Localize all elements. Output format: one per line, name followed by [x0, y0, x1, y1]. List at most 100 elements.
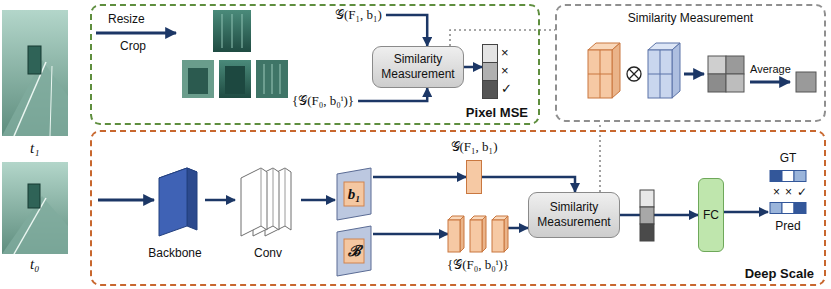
- conv-block: Conv: [235, 166, 301, 262]
- candidate-crops: [219, 60, 251, 98]
- video-frame: [2, 10, 68, 136]
- candidate-crops: [256, 60, 288, 98]
- match-mark: ×: [501, 44, 509, 62]
- patch-face: [492, 220, 504, 252]
- crop-image: [213, 10, 251, 52]
- box-label: Similarity Measurement: [377, 52, 459, 82]
- region-title: Deep Scale: [745, 266, 814, 281]
- flow-arrow: [684, 73, 704, 76]
- similarity-map: [708, 56, 744, 92]
- time-label: t₁: [30, 140, 39, 157]
- candidate-crops: [280, 64, 281, 94]
- match-mark: ✓: [797, 185, 807, 199]
- bar-cell: [483, 63, 498, 81]
- feature-label: 𝒢(F₁, b₁): [451, 139, 498, 155]
- arrow-connector: [301, 199, 335, 202]
- match-mark: ×: [785, 185, 792, 199]
- time-label: t₀: [30, 256, 39, 273]
- step-label: Resize: [108, 12, 145, 26]
- bar-title: GT: [768, 150, 808, 166]
- pred-bar: Pred: [768, 202, 808, 238]
- deep-scale-region: Deep ScaleBackboneConvb₁ℬ𝒢(F₁, b₁){𝒢(F₀,…: [90, 130, 826, 286]
- candidate-crops: [188, 68, 208, 94]
- orange-tensor: [588, 43, 620, 98]
- operation-label: Average: [750, 63, 791, 75]
- average-arrow: [750, 81, 790, 84]
- arrow-connector: [464, 66, 482, 69]
- bar-cell: [483, 81, 498, 99]
- similarity-map: [708, 74, 726, 92]
- bar-cell: [794, 203, 806, 214]
- roi-feature: 𝒢(F₁, b₁): [466, 160, 482, 194]
- resize-arrow: [96, 32, 176, 35]
- flow-arrow: [358, 88, 427, 101]
- candidate-crops: [272, 64, 273, 94]
- blue-tensor: [672, 43, 680, 98]
- input-arrow: [98, 199, 154, 202]
- backbone-slab: [145, 166, 205, 238]
- crop-image: [232, 14, 233, 48]
- similarity-box: Similarity Measurement: [372, 46, 464, 88]
- arrow-connector: [205, 199, 235, 202]
- slab-edge: [273, 168, 274, 226]
- bar-cell: [770, 203, 782, 214]
- bar-cell: [483, 45, 498, 63]
- slab-face: [159, 168, 187, 236]
- crop-label: {𝒢(F₀, b₀ⁱ)}: [292, 93, 354, 109]
- crop-label: 𝒢(F₁, b₁): [335, 7, 382, 23]
- score-bar: [482, 44, 498, 100]
- match-mark: ✓: [501, 80, 512, 98]
- flow-arrow: [386, 15, 427, 46]
- arrow-connector: [373, 176, 466, 179]
- patch-face: [482, 216, 486, 252]
- product-symbol: [629, 69, 639, 79]
- candidate-crops: [182, 60, 288, 98]
- dotted-connector: [599, 122, 601, 192]
- score-bar: [640, 190, 654, 207]
- orange-tensor: [588, 74, 612, 75]
- step-label: Crop: [120, 39, 146, 53]
- conv-slab: [241, 168, 267, 236]
- block-label: Backbone: [139, 246, 211, 260]
- orange-tensor: [612, 43, 620, 98]
- bar-cell: [794, 171, 806, 182]
- feature-map: ℬ: [335, 226, 373, 276]
- panel-title: Similarity Measurement: [557, 11, 824, 25]
- bar-cell: [782, 171, 794, 182]
- gt-bar: [768, 170, 808, 182]
- patch-face: [470, 220, 482, 252]
- video-frame: [50, 66, 52, 136]
- blue-tensor: [648, 43, 680, 98]
- score-bar: [640, 190, 654, 241]
- resize-arrow: [96, 33, 176, 34]
- video-frame: [28, 184, 40, 208]
- feature-label: {𝒢(F₀, b₀ⁱ)}: [447, 257, 509, 273]
- bar-cell: [770, 171, 782, 182]
- arrow-connector: [373, 233, 448, 236]
- video-frame: [28, 46, 41, 74]
- input-arrow: [98, 200, 154, 201]
- bar-cell: [782, 203, 794, 214]
- patch-face: [460, 216, 464, 252]
- product-symbol: [629, 69, 639, 79]
- slab-edge: [285, 168, 286, 226]
- similarity-map: [708, 56, 726, 74]
- similarity-box: Similarity Measurement: [528, 192, 620, 238]
- score-square: [796, 72, 816, 92]
- candidate-crops: [264, 64, 265, 94]
- orange-tensor: [588, 50, 612, 98]
- average-arrow: [750, 82, 790, 83]
- similarity-map: [726, 56, 744, 74]
- candidate-patches: [448, 216, 508, 252]
- candidate-crops: [182, 60, 214, 98]
- region-title: Pixel MSE: [466, 105, 528, 120]
- score-bar: [640, 224, 654, 241]
- candidate-features: {𝒢(F₀, b₀ⁱ)}: [448, 216, 508, 252]
- bar-title: Pred: [768, 218, 808, 234]
- arrow-connector: [724, 211, 768, 214]
- crop-image: [213, 10, 251, 52]
- map-label: ℬ: [335, 241, 373, 261]
- match-mark: ×: [773, 185, 780, 199]
- block-label: Conv: [235, 246, 301, 260]
